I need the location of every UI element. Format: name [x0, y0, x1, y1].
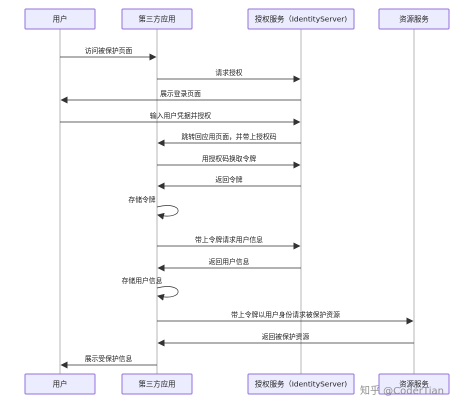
message-label: 请求授权	[215, 68, 242, 77]
message: 带上令牌以用户身份请求被保护资源	[157, 310, 414, 325]
actor-rect	[247, 8, 355, 30]
actor-label: 第三方应用	[139, 380, 176, 389]
message: 返回用户信息	[157, 257, 301, 272]
actor-rect	[378, 8, 450, 30]
message: 请求授权	[157, 68, 301, 83]
message-label: 展示登录页面	[160, 89, 201, 98]
actor-label: 第三方应用	[139, 15, 176, 24]
actor-label: 用户	[53, 15, 68, 24]
message-label: 带上令牌以用户身份请求被保护资源	[231, 310, 340, 319]
message: 跳转回应用页面，并带上授权码	[157, 132, 301, 147]
actor-label: 授权服务（IdentityServer)	[255, 380, 348, 389]
actor-label: 授权服务（IdentityServer)	[255, 15, 348, 24]
message: 输入用户凭据并授权	[60, 111, 301, 126]
message: 存储用户信息	[122, 276, 179, 301]
message-label: 返回用户信息	[209, 257, 250, 266]
actor-rect	[24, 8, 96, 30]
actor-label: 资源服务	[399, 15, 429, 24]
message: 展示受保护信息	[60, 354, 157, 369]
self-message-arrow	[156, 205, 179, 220]
message: 返回令牌	[157, 175, 301, 190]
watermark-text: 知乎 @CoderTian	[360, 384, 444, 397]
actor-box-top: 资源服务	[378, 8, 450, 30]
message-label: 存储用户信息	[122, 276, 163, 285]
actor-box-top: 第三方应用	[121, 8, 193, 30]
actor-rect	[378, 373, 450, 395]
message-label: 带上令牌请求用户信息	[195, 235, 263, 244]
message-label: 跳转回应用页面，并带上授权码	[181, 132, 276, 141]
message: 展示登录页面	[60, 89, 301, 104]
actor-rect	[121, 373, 193, 395]
message: 存储令牌	[128, 195, 179, 220]
message-label: 展示受保护信息	[85, 354, 133, 363]
actor-rect	[24, 373, 96, 395]
actor-box-bottom: 第三方应用	[121, 373, 193, 395]
actor-box-bottom: 用户	[24, 373, 96, 395]
message-label: 返回被保护资源	[262, 332, 310, 341]
actor-box-bottom: 资源服务	[378, 373, 450, 395]
actor-box-bottom: 授权服务（IdentityServer)	[247, 373, 355, 395]
message-label: 用授权码换取令牌	[202, 154, 257, 163]
message-label: 返回令牌	[215, 175, 242, 184]
message: 带上令牌请求用户信息	[157, 235, 301, 250]
self-message-arrow	[156, 286, 179, 301]
message: 用授权码换取令牌	[157, 154, 301, 169]
message: 访问被保护页面	[60, 46, 157, 61]
actor-rect	[247, 373, 355, 395]
actor-box-top: 用户	[24, 8, 96, 30]
message-label: 输入用户凭据并授权	[150, 111, 211, 120]
actor-box-top: 授权服务（IdentityServer)	[247, 8, 355, 30]
message-label: 存储令牌	[128, 195, 155, 204]
actor-label: 用户	[53, 380, 68, 389]
actor-rect	[121, 8, 193, 30]
message-label: 访问被保护页面	[85, 46, 133, 55]
actor-label: 资源服务	[399, 380, 429, 389]
message: 返回被保护资源	[157, 332, 414, 347]
